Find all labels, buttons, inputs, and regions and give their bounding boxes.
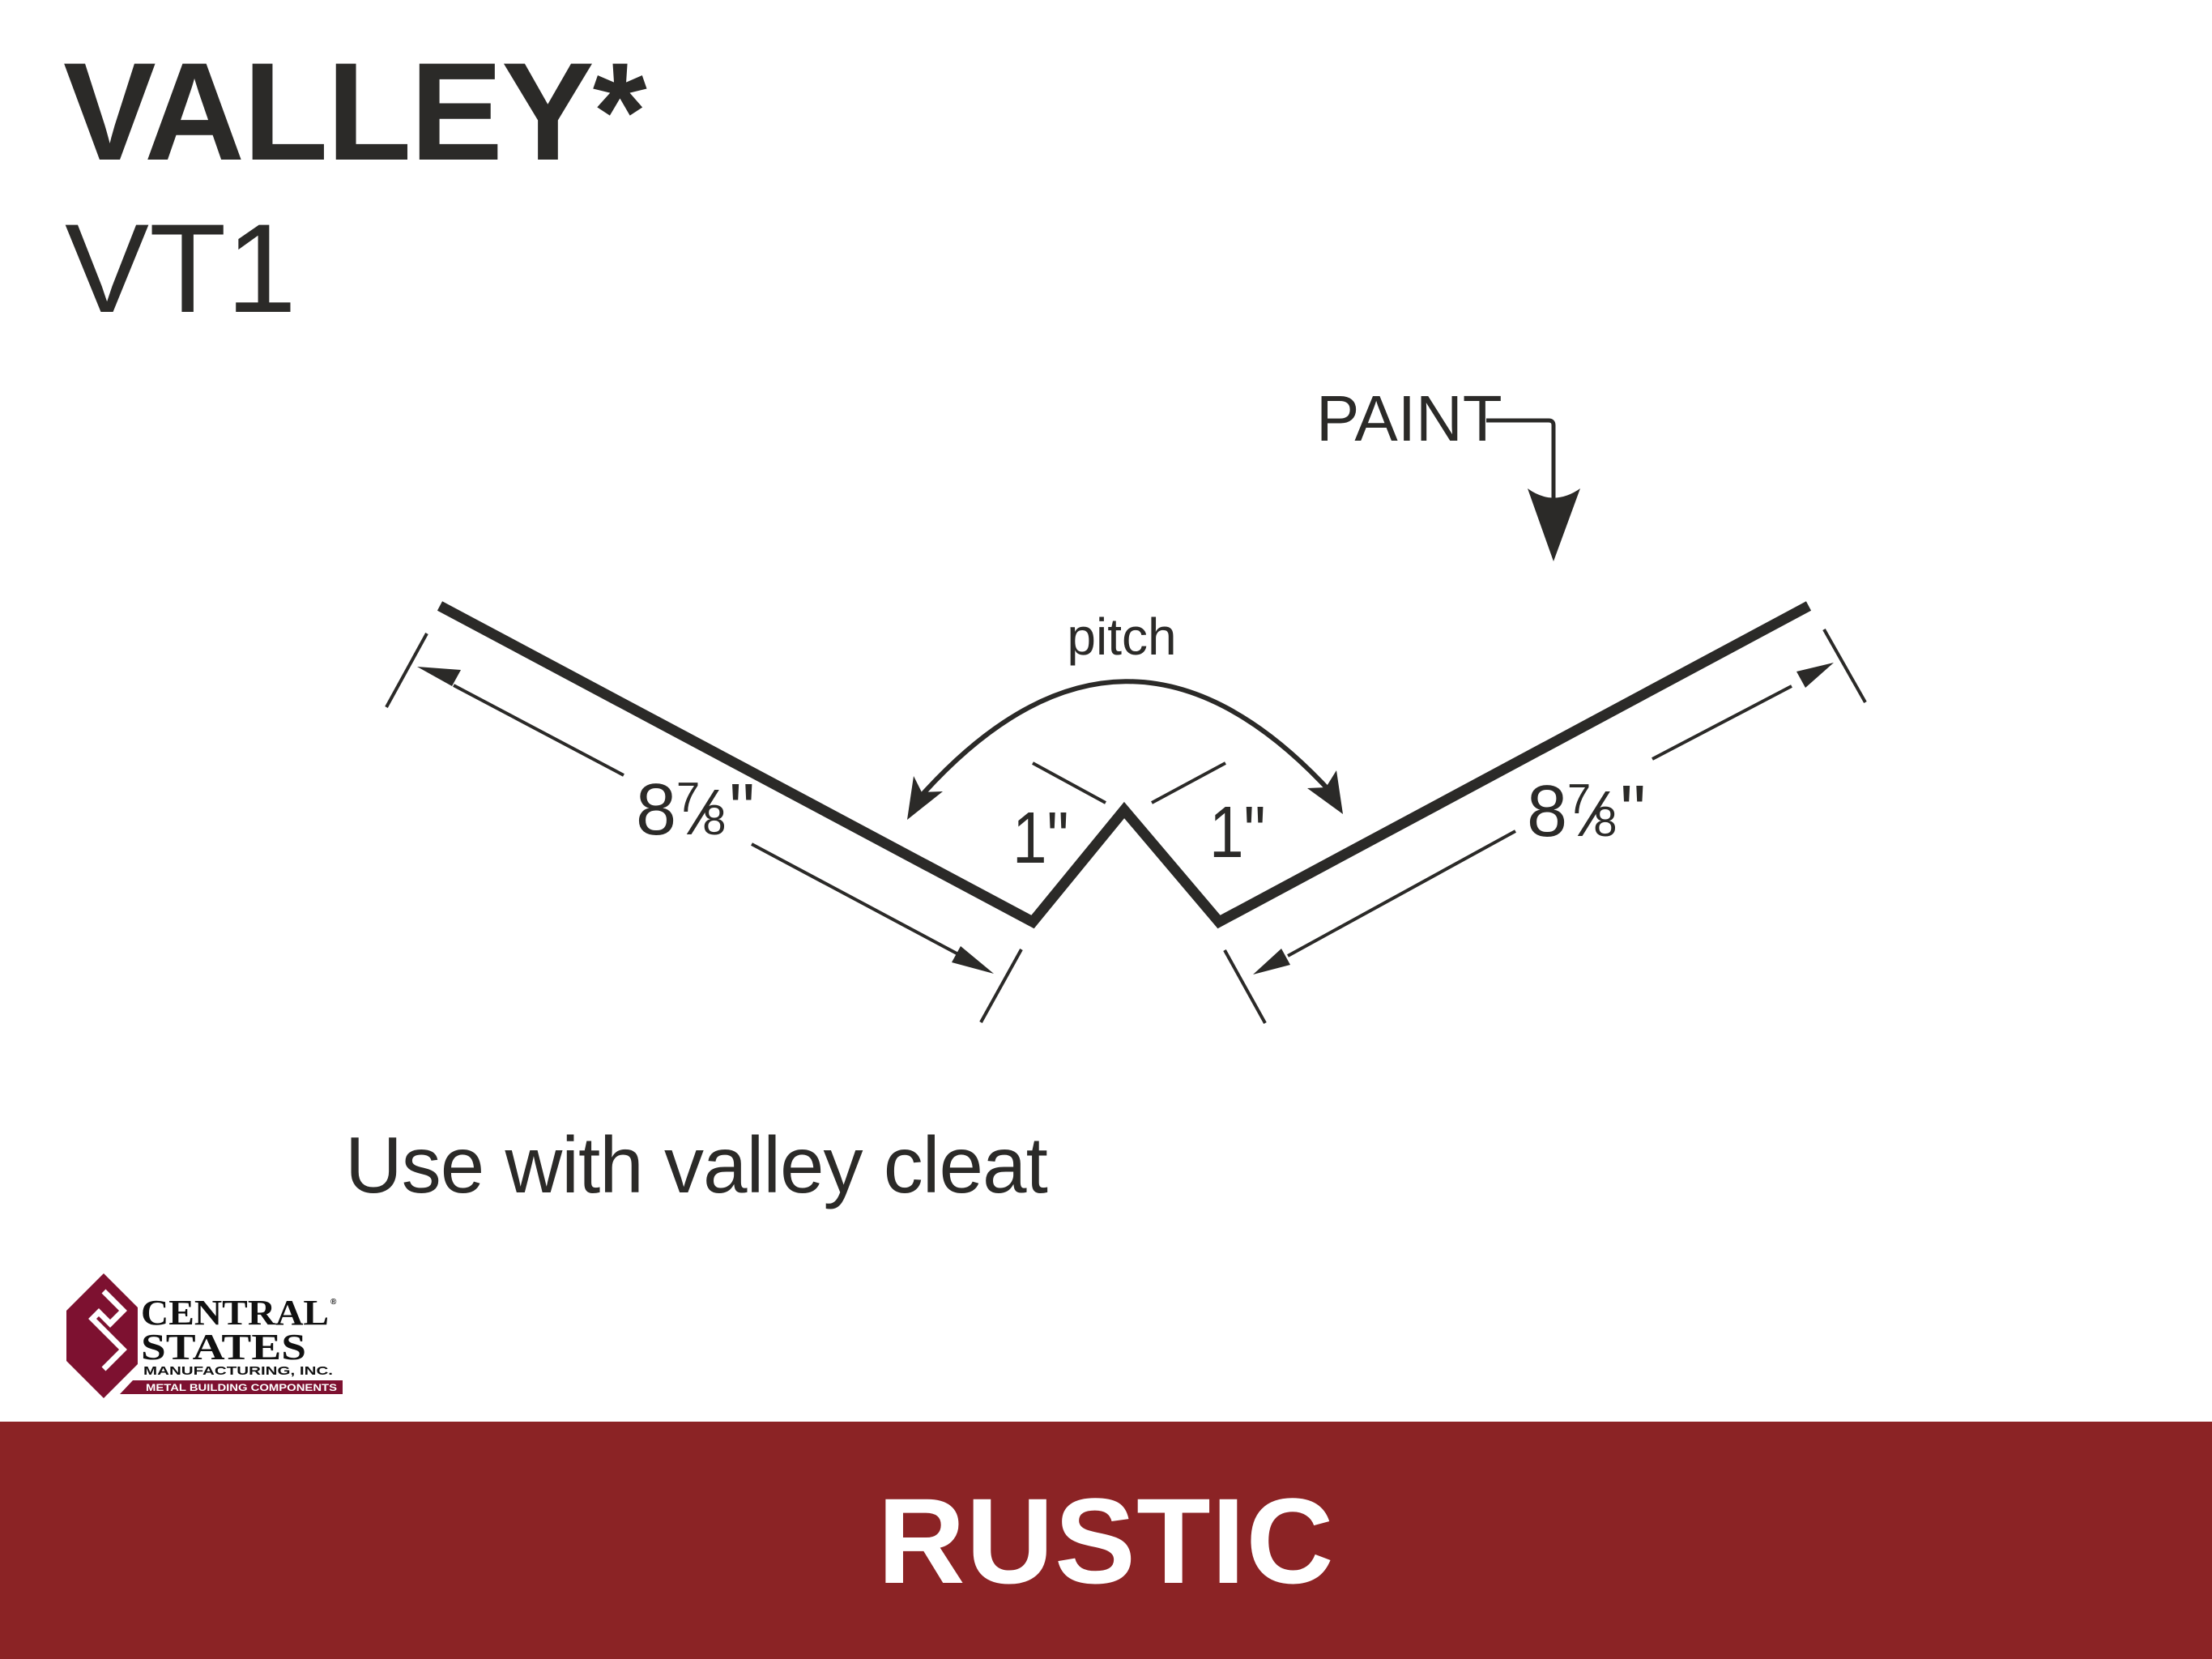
extension-tick — [1223, 949, 1267, 1024]
usage-note: Use with valley cleat — [345, 1120, 1048, 1209]
logo-line3: MANUFACTURING, INC. — [143, 1364, 333, 1378]
right-leg-dimension-label: 87⁄8" — [1527, 771, 1646, 852]
arrowhead-icon — [1253, 949, 1290, 975]
arrowhead-icon — [907, 776, 943, 820]
left-hem-label: 1" — [1012, 796, 1069, 878]
company-logo: CENTRAL ® STATES MANUFACTURING, INC. MET… — [66, 1273, 343, 1398]
logo-line2: STATES — [141, 1326, 306, 1367]
extension-tick — [1822, 629, 1867, 703]
extension-tick — [385, 633, 428, 708]
paint-arrow-icon — [1528, 488, 1580, 561]
logo-s-mark-icon — [66, 1273, 138, 1398]
right-leg-dimension — [1223, 629, 1867, 1024]
paint-leader-line — [1486, 418, 1556, 506]
finish-footer-bar: RUSTIC — [0, 1422, 2212, 1659]
pitch-arc — [917, 679, 1335, 800]
arrowhead-icon — [1796, 663, 1834, 688]
arrowhead-icon — [952, 946, 994, 974]
extension-tick — [979, 949, 1023, 1023]
product-code: VT1 — [65, 198, 297, 339]
valley-profile-line — [437, 601, 1812, 929]
right-hem-label: 1" — [1209, 791, 1266, 872]
logo-line1: CENTRAL — [141, 1293, 329, 1333]
pitch-label: pitch — [1067, 608, 1176, 666]
hem-tick-left — [1032, 761, 1106, 804]
finish-label: RUSTIC — [877, 1472, 1335, 1609]
logo-registered-mark: ® — [330, 1298, 337, 1307]
hem-tick-right — [1151, 761, 1226, 804]
logo-tagline-bar — [120, 1380, 343, 1394]
arrowhead-icon — [417, 667, 461, 686]
arrowhead-icon — [1307, 770, 1343, 814]
product-title: VALLEY* — [63, 34, 647, 190]
logo-tagline: METAL BUILDING COMPONENTS — [146, 1382, 337, 1393]
left-leg-dimension-label: 87⁄8" — [636, 770, 755, 851]
paint-label: PAINT — [1316, 382, 1502, 454]
left-leg-dimension — [385, 633, 1023, 1023]
